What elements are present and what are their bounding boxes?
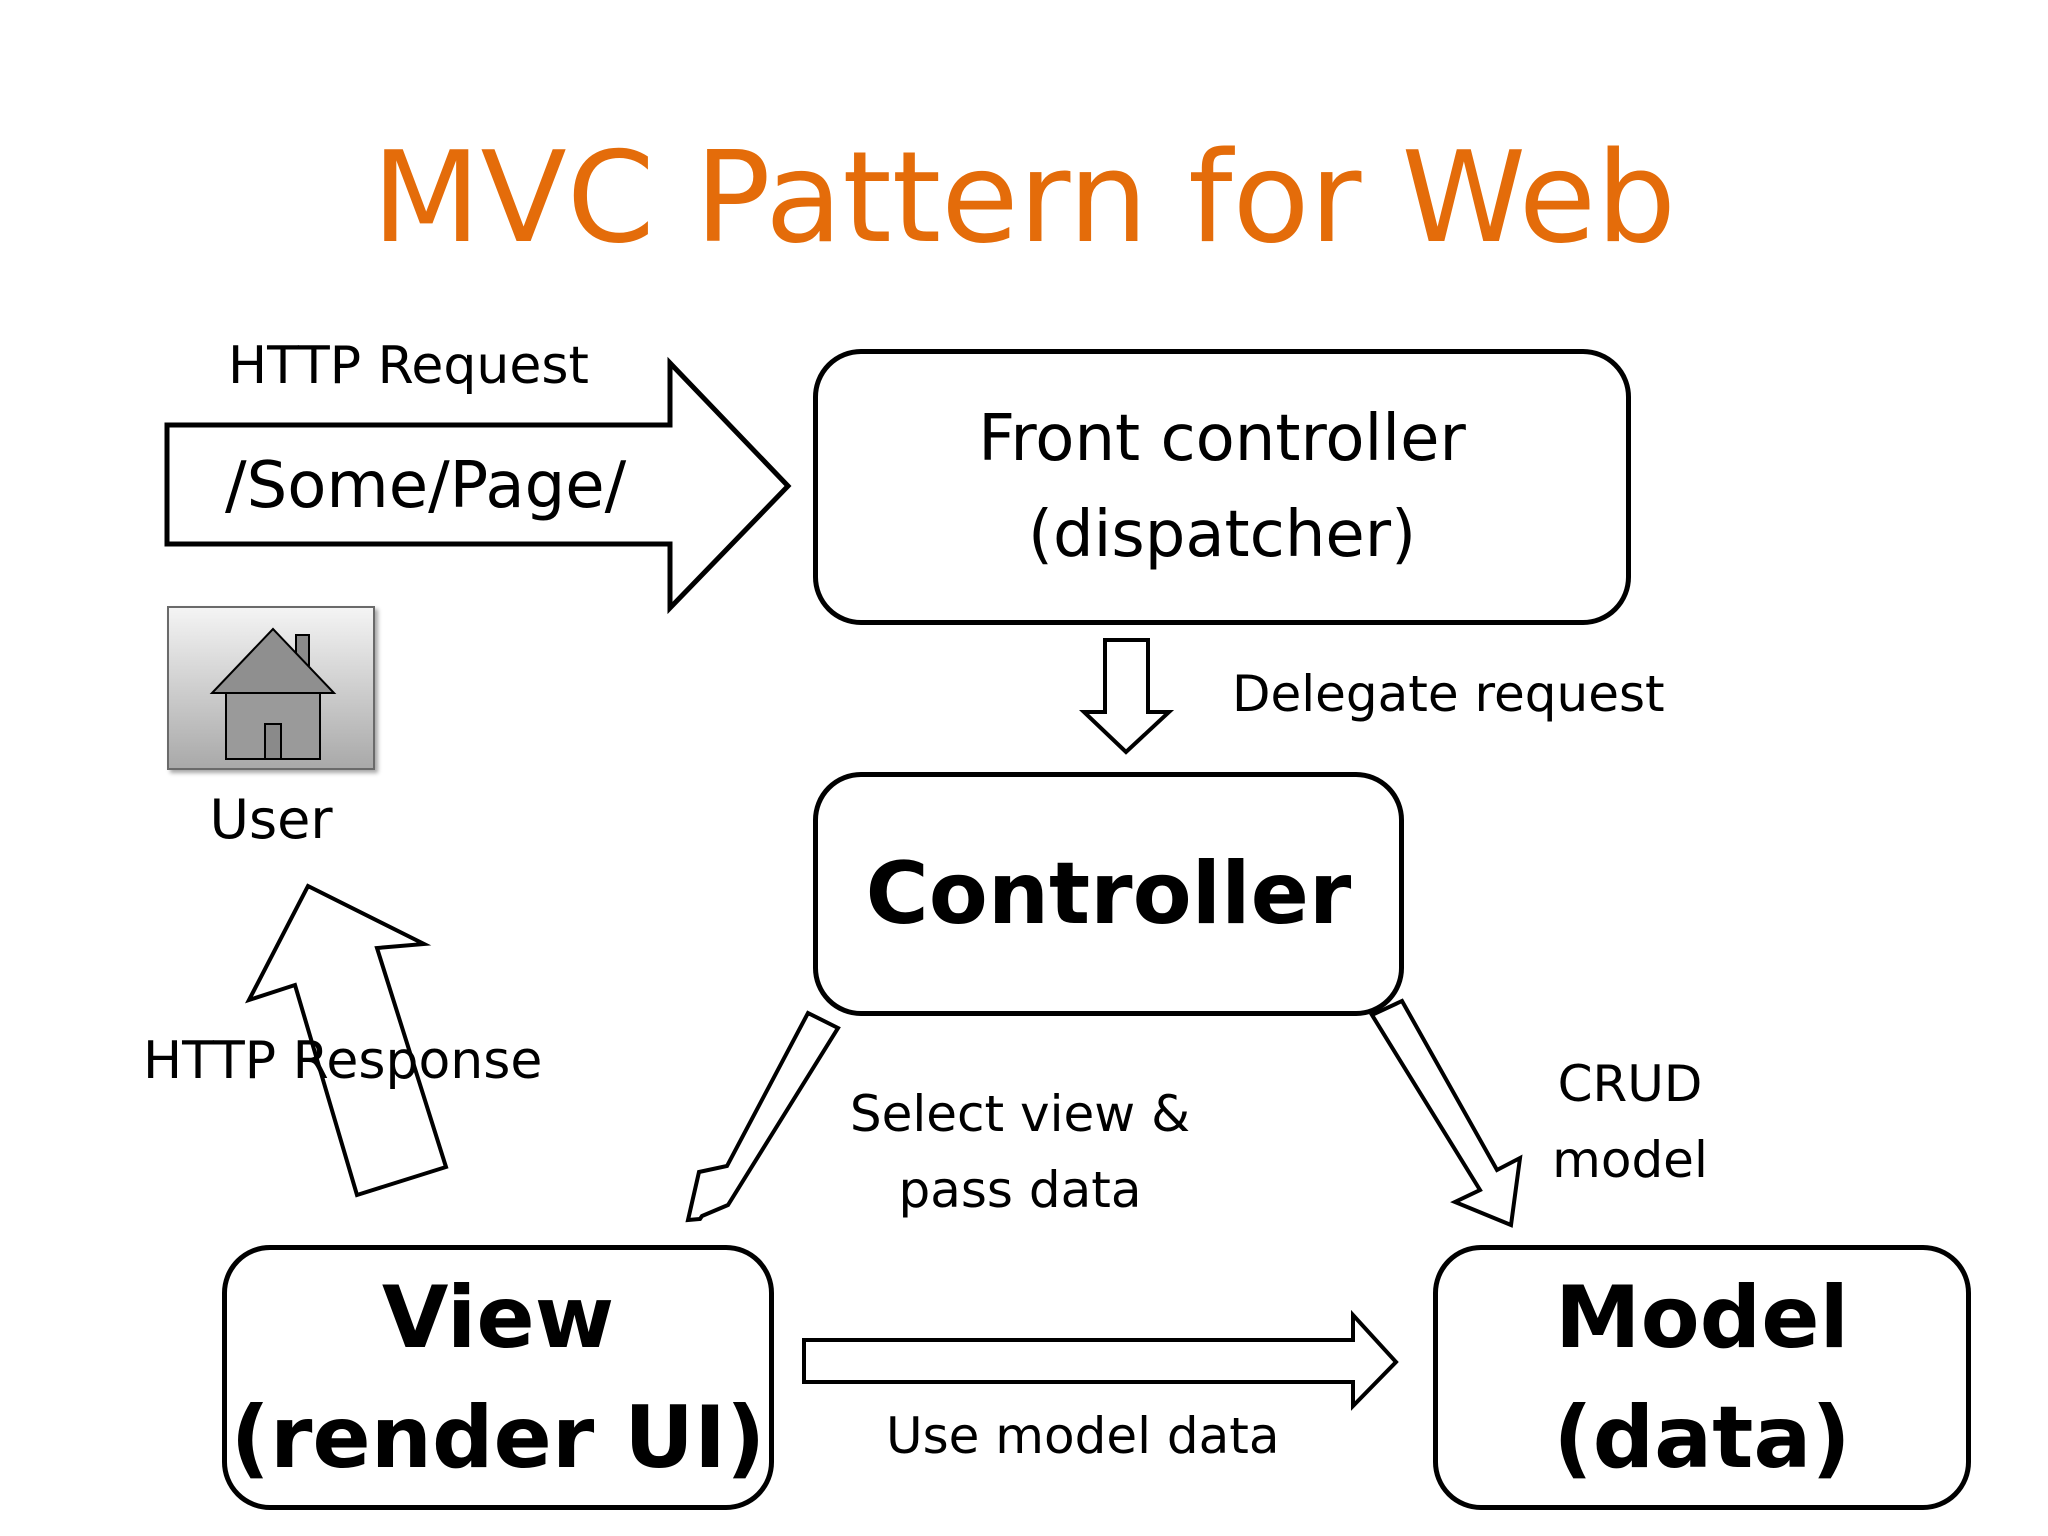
select-view-line1: Select view & [849,1085,1191,1143]
use-model-data-label: Use model data [886,1407,1280,1465]
user-label: User [209,788,333,851]
http-response-label: HTTP Response [143,1031,543,1091]
front-controller-subtitle: (dispatcher) [1027,498,1417,572]
http-response-arrow [244,883,449,1198]
select-view-line2: pass data [898,1161,1142,1219]
slide-title: MVC Pattern for Web [371,124,1677,271]
front-controller-title: Front controller [978,402,1466,476]
crud-line2: model [1552,1131,1708,1189]
crud-model-arrow [1369,998,1523,1228]
http-request-arrow [164,356,792,615]
model-title: Model [1554,1267,1850,1368]
delegate-request-label: Delegate request [1232,665,1665,723]
home-icon [209,627,337,760]
crud-model-label: CRUD model [1530,1046,1730,1198]
view-subtitle: (render UI) [230,1387,766,1488]
crud-line1: CRUD [1557,1055,1703,1113]
http-request-label: HTTP Request [228,336,589,396]
request-path-label: /Some/Page/ [225,449,627,523]
controller-title: Controller [865,844,1352,944]
model-subtitle: (data) [1553,1387,1851,1488]
delegate-request-arrow [1079,638,1175,755]
view-title: View [381,1267,615,1368]
model-box: Model (data) [1433,1245,1971,1510]
use-model-data-arrow [802,1309,1399,1411]
user-tile [167,606,375,770]
select-view-label: Select view & pass data [810,1076,1230,1228]
view-box: View (render UI) [222,1245,774,1510]
controller-box: Controller [813,772,1404,1016]
select-view-arrow [685,1010,841,1223]
front-controller-box: Front controller (dispatcher) [813,349,1631,625]
